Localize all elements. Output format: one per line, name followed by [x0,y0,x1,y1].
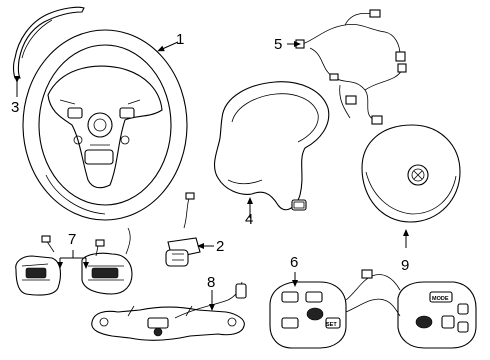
multifunction-switch-right: MODE [397,281,477,349]
svg-text:SET: SET [326,322,337,328]
svg-text:3: 3 [11,99,19,116]
svg-text:4: 4 [245,211,253,228]
center-trim-cover [214,81,330,211]
svg-text:9: 9 [401,257,409,274]
callout-6: 6 [290,254,298,287]
callout-4: 4 [245,197,253,228]
svg-text:5: 5 [274,36,282,53]
callout-3: 3 [11,76,20,116]
clock-spring-sensor [165,192,201,267]
callout-7: 7 [57,231,89,269]
svg-text:1: 1 [176,31,184,48]
airbag-module [361,124,461,223]
svg-text:MODE: MODE [432,296,449,302]
paddle-shifter-right [81,227,133,295]
svg-text:2: 2 [216,238,224,255]
switch-bracket-harness [91,281,247,341]
multifunction-switch-left: SET [269,281,347,349]
callout-9: 9 [401,229,409,274]
callout-2: 2 [197,238,224,255]
callout-1: 1 [157,31,184,52]
svg-text:6: 6 [290,254,298,271]
paddle-shifter-left [15,235,62,296]
steering-wheel [22,29,188,221]
svg-text:8: 8 [207,274,215,291]
switch-wiring [345,269,401,317]
callout-8: 8 [207,274,215,311]
svg-text:7: 7 [68,231,76,248]
callout-5: 5 [274,36,301,53]
